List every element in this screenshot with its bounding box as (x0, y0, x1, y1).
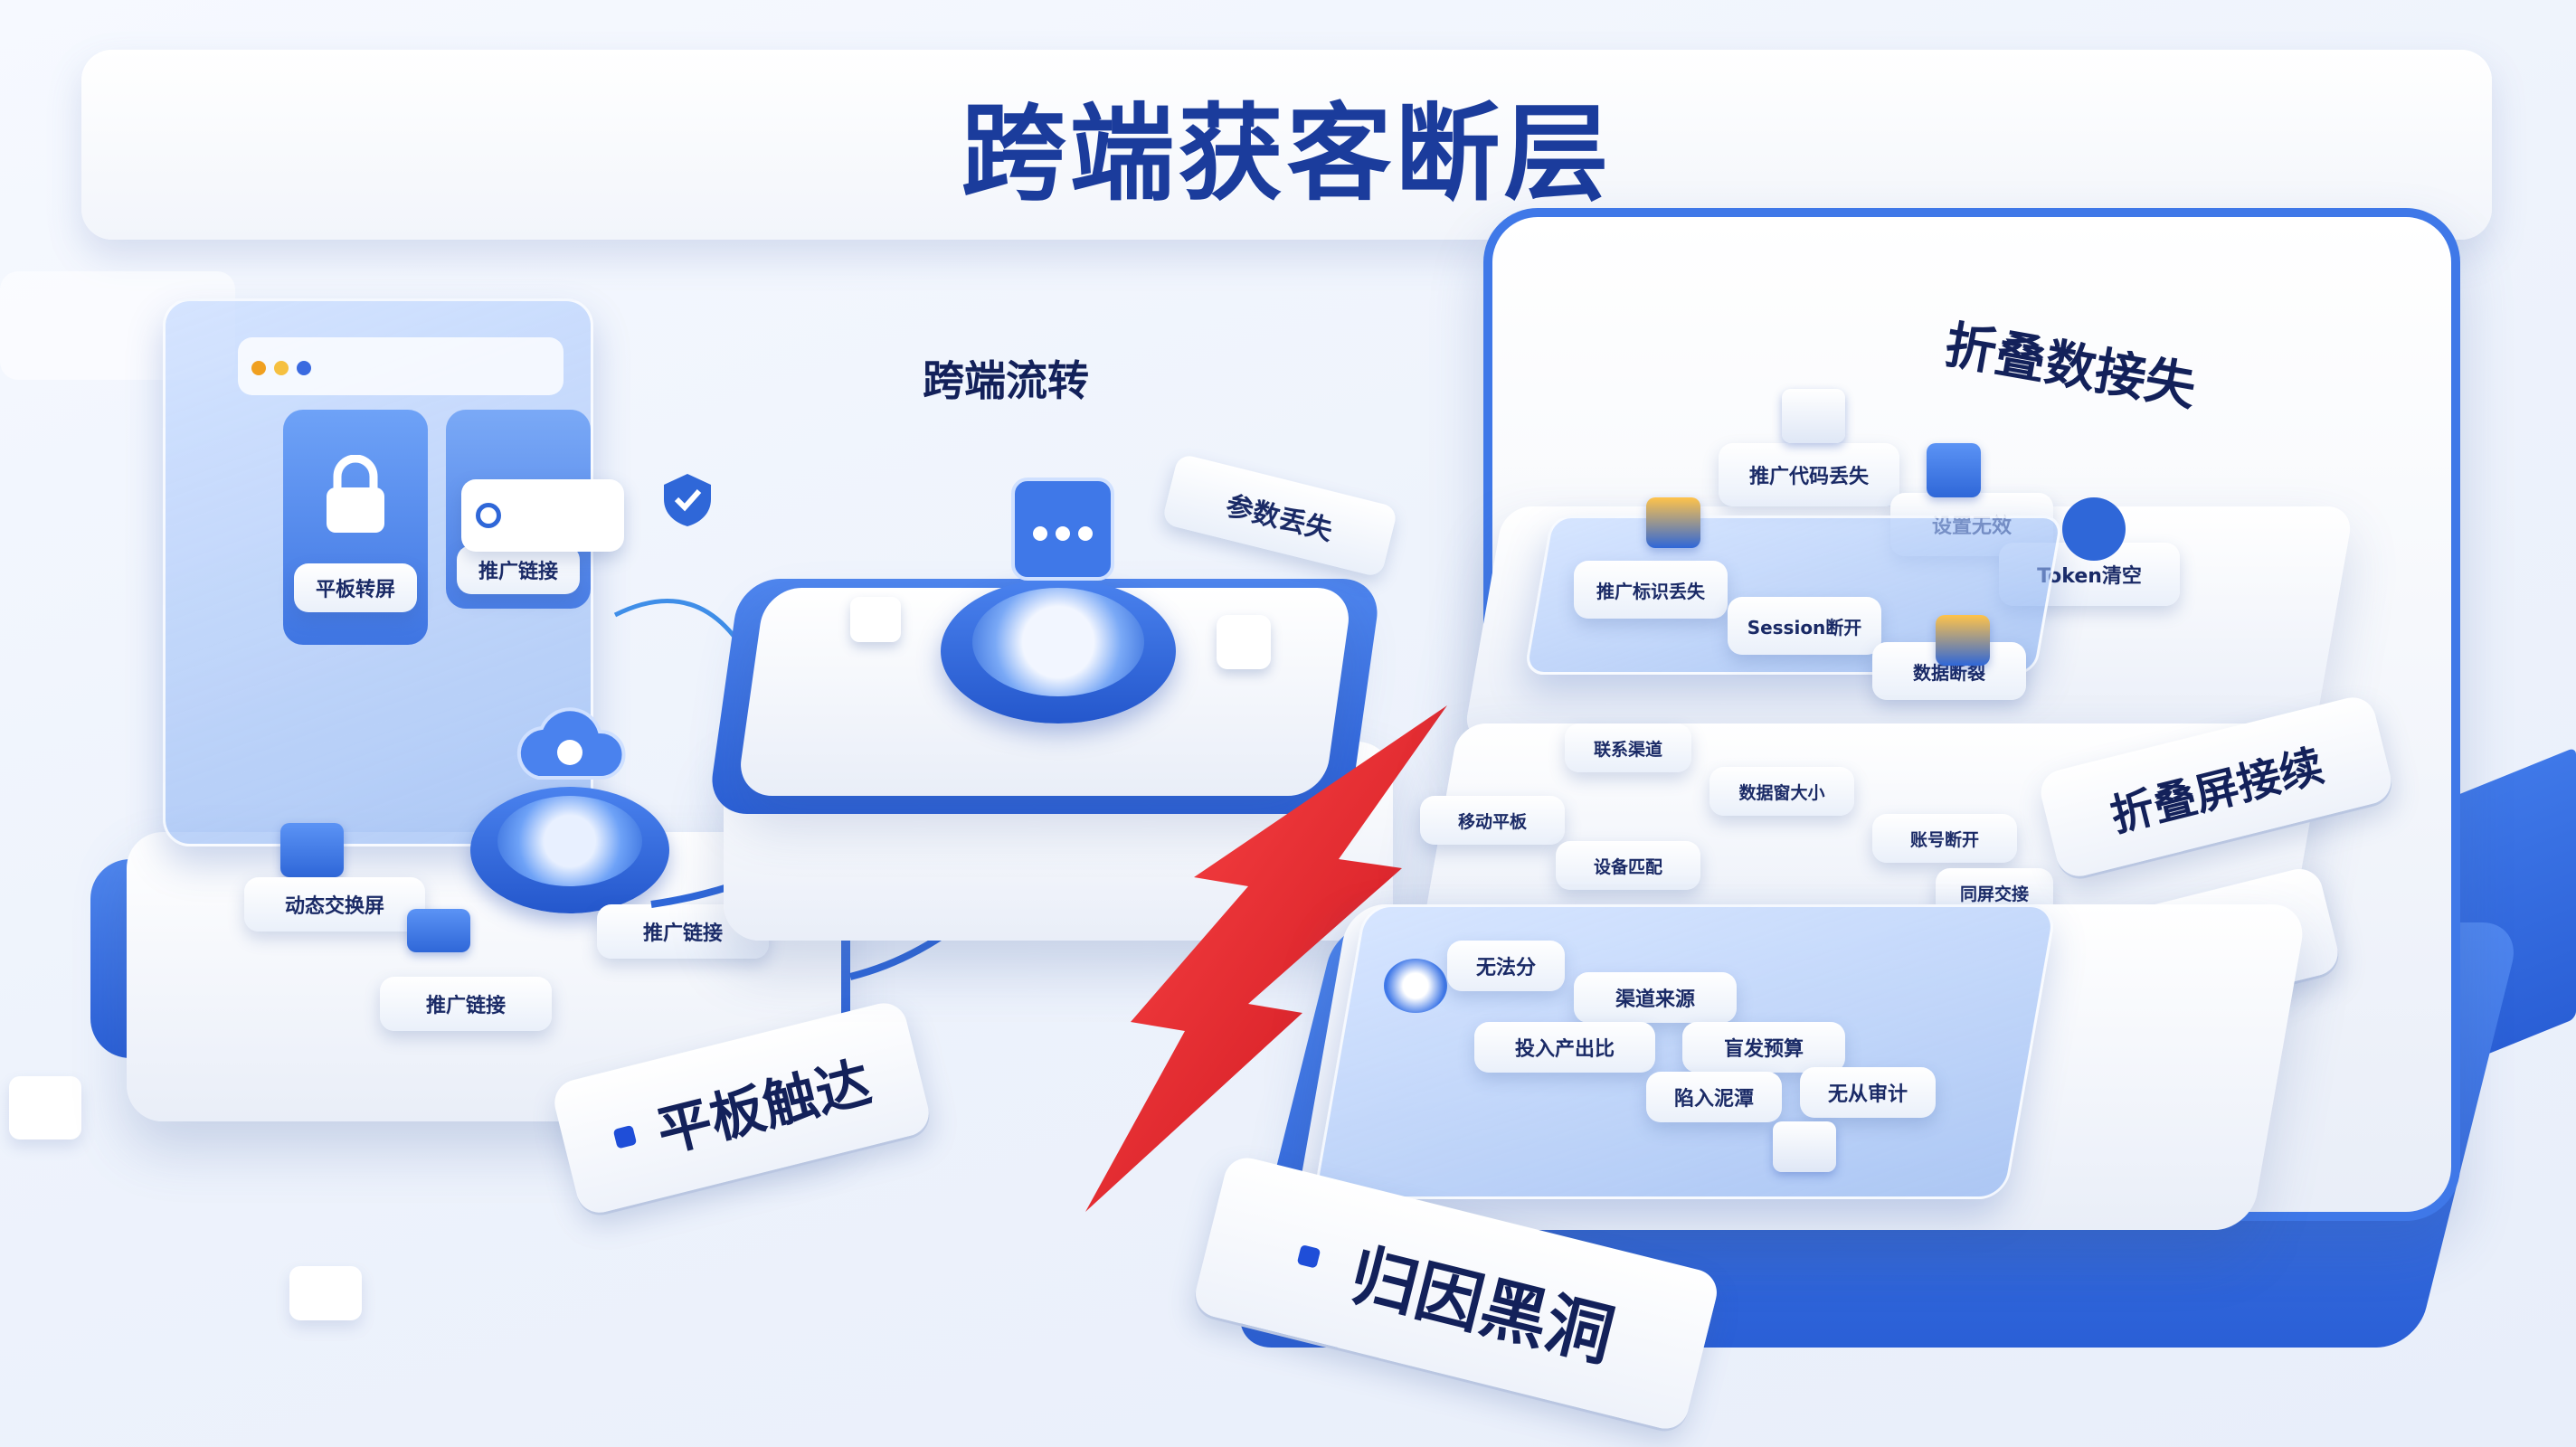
bg-cube (9, 1076, 81, 1140)
search-field[interactable] (461, 479, 624, 552)
lightning-break-icon (977, 705, 1483, 1212)
tile-label: 平板转屏 (294, 563, 417, 612)
pedestal-ring (972, 588, 1144, 696)
tag-cannot-split[interactable]: 无法分 (1447, 941, 1565, 991)
label-text: 归因黑洞 (1342, 1235, 1622, 1376)
chart-icon (1384, 959, 1447, 1013)
window-dot (274, 361, 289, 375)
monitor-icon (1782, 389, 1845, 443)
hand-icon (1927, 443, 1981, 497)
cloud-icon (511, 696, 629, 805)
folder-icon (1646, 497, 1700, 548)
tag-mid-4[interactable]: 移动平板 (1420, 796, 1565, 845)
tag-promo-link-1[interactable]: 推广链接 (380, 977, 552, 1031)
tile-label: 推广链接 (457, 545, 580, 594)
bullet-icon (612, 1124, 638, 1149)
document-icon (280, 823, 362, 886)
tag-mid-1[interactable]: 联系渠道 (1565, 724, 1691, 772)
tile-lock[interactable]: 平板转屏 (283, 410, 428, 645)
pedestal-ring (497, 796, 642, 886)
tag-blind-budget[interactable]: 盲发预算 (1682, 1022, 1845, 1073)
tag-dynamic-switch[interactable]: 动态交换屏 (244, 877, 425, 932)
tag-roi[interactable]: 投入产出比 (1474, 1022, 1655, 1073)
tag-session-broken[interactable]: Session断开 (1728, 597, 1881, 655)
tag-mid-2[interactable]: 数据窗大小 (1709, 767, 1854, 816)
title-banner: 跨端获客断层 (81, 50, 2492, 240)
link-icon (476, 503, 501, 528)
shield-check-icon (660, 470, 715, 528)
hand-icon (1217, 615, 1271, 669)
lock-icon (319, 454, 392, 536)
doc-icon (850, 597, 901, 642)
tag-channel-source[interactable]: 渠道来源 (1574, 972, 1737, 1023)
location-icon (2062, 497, 2126, 561)
tag-stuck[interactable]: 陷入泥潭 (1646, 1072, 1782, 1122)
tablet-window: 平板转屏 推广链接 (163, 298, 593, 846)
tag-mid-3[interactable]: 账号断开 (1872, 814, 2017, 863)
window-dot (251, 361, 266, 375)
tag-promo-id-lost[interactable]: 推广标识丢失 (1574, 561, 1728, 619)
tag-cannot-audit[interactable]: 无从审计 (1800, 1067, 1936, 1118)
tag-mid-5[interactable]: 设备匹配 (1556, 841, 1700, 890)
window-header (238, 337, 564, 395)
chat-icon (1004, 470, 1122, 597)
heading-cross-end: 跨端流转 (923, 356, 1089, 405)
bg-cube (289, 1266, 362, 1320)
monitor-icon (407, 909, 479, 963)
document-icon (1773, 1121, 1836, 1172)
tag-param-lost[interactable]: 参数丢失 (1161, 452, 1398, 579)
shield-icon (1936, 615, 1990, 666)
label-text: 平板触达 (650, 1050, 877, 1165)
tag-promo-code-lost[interactable]: 推广代码丢失 (1719, 443, 1899, 506)
bullet-icon (1296, 1244, 1321, 1269)
window-dot (297, 361, 311, 375)
page-title: 跨端获客断层 (961, 93, 1613, 215)
